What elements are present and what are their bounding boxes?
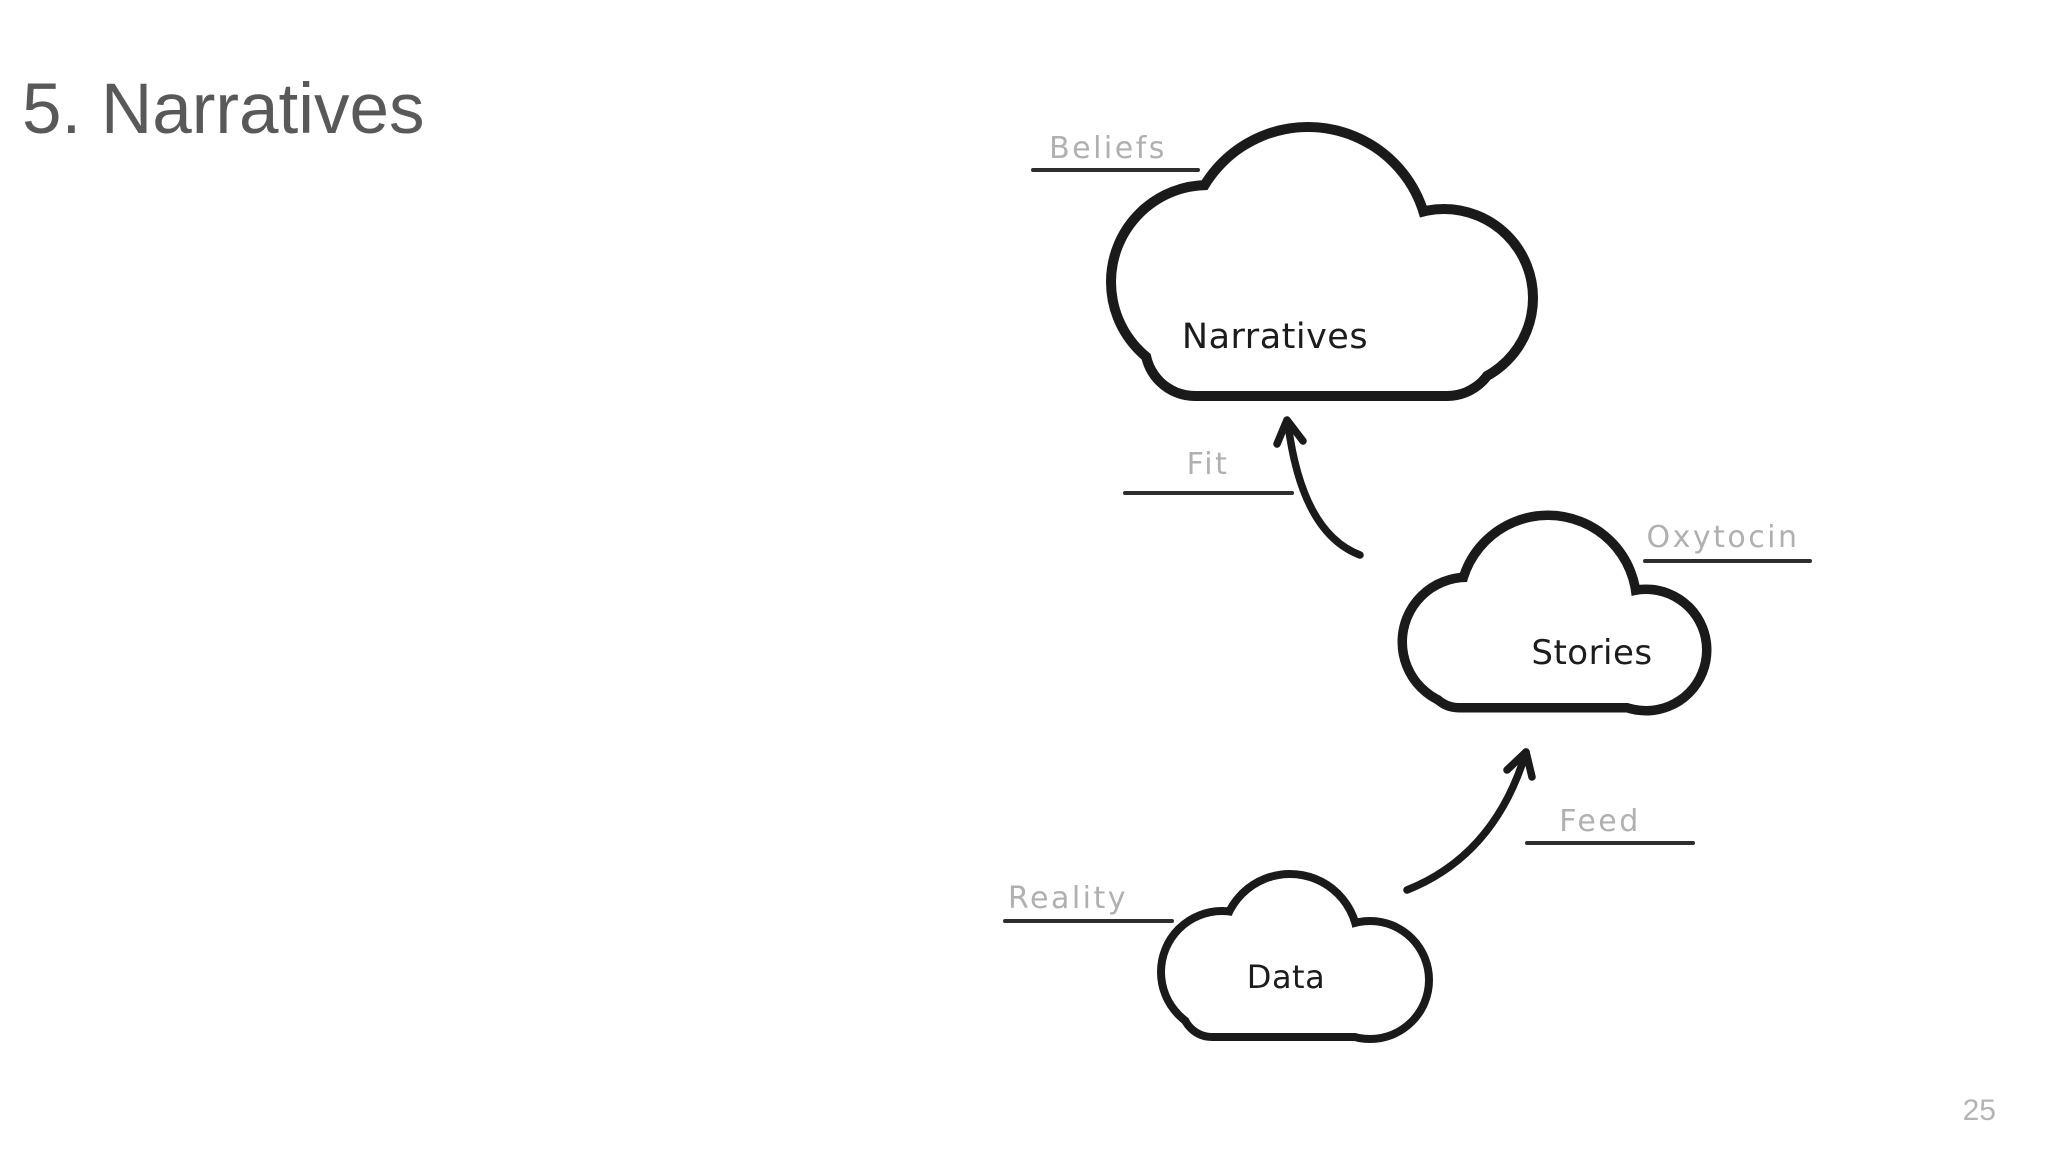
feed-arrow-head [1503,748,1536,781]
reality-label: Reality [1008,881,1128,916]
feed-arrow [1403,748,1536,894]
narratives-cloud-fill [1116,132,1528,391]
blank-underlines [1003,168,1812,923]
flow-arrows [1273,416,1536,894]
stories-cloud-label: Stories [1531,633,1652,673]
beliefs-label: Beliefs [1049,131,1167,166]
data-cloud-fill [1165,878,1425,1035]
slide-title: 5. Narratives [22,70,425,149]
data-cloud-label: Data [1247,958,1325,996]
feed-arrow-shaft [1403,748,1530,894]
narratives-cloud-label: Narratives [1182,317,1368,357]
fit-label: Fit [1187,447,1230,482]
feed-label: Feed [1559,804,1641,839]
fit-arrow-shaft [1284,420,1364,559]
narratives-cloud: Narratives [1106,122,1538,401]
page-number: 25 [1962,1094,1996,1127]
data-cloud: Data [1157,870,1433,1043]
stories-cloud: Stories [1397,510,1712,716]
stories-cloud-fill [1407,520,1702,706]
fit-arrow [1273,416,1364,559]
oxytocin-label: Oxytocin [1646,520,1799,555]
blank-labels: Beliefs Fit Oxytocin Feed Reality [1008,131,1799,916]
fit-arrow-head [1273,416,1307,448]
